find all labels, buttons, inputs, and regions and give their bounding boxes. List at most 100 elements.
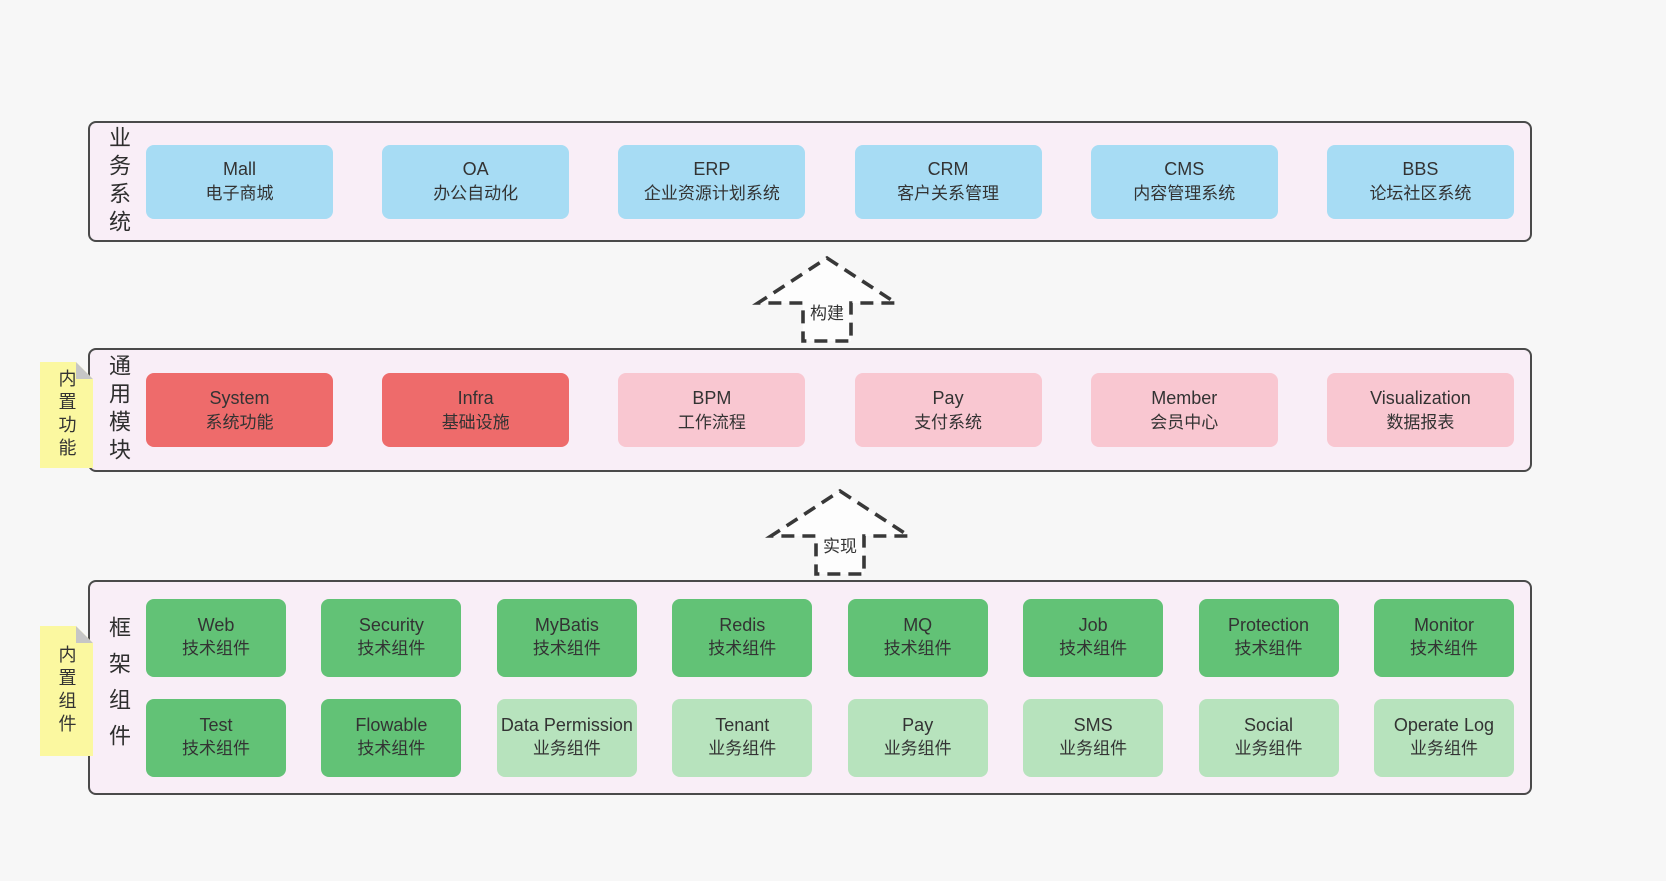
sticky-note-text: 内置功能 xyxy=(56,369,77,461)
module-box-flowable: Flowable 技术组件 xyxy=(321,698,462,777)
module-name: Test xyxy=(199,715,233,736)
module-name: MyBatis xyxy=(534,615,599,636)
module-desc: 数据报表 xyxy=(1386,412,1455,432)
module-name: BBS xyxy=(1402,159,1439,179)
module-box-erp: ERP 企业资源计划系统 xyxy=(618,144,806,219)
band-framework-components: 框架组件 Web 技术组件 Security 技术组件 MyBatis 技术组件 Redis… xyxy=(88,580,1532,795)
module-desc: 企业资源计划系统 xyxy=(643,184,780,204)
module-name: Tenant xyxy=(715,715,770,736)
sticky-note-built-in-components: 内置组件 xyxy=(40,626,93,756)
band-label-common-modules: 通用模块 xyxy=(106,354,131,466)
module-desc: 工作流程 xyxy=(677,412,746,432)
module-name: Infra xyxy=(457,387,494,408)
module-box-cms: CMS 内容管理系统 xyxy=(1090,144,1278,219)
module-name: Security xyxy=(358,615,424,636)
module-box-sms: SMS 业务组件 xyxy=(1023,698,1164,777)
module-desc: 技术组件 xyxy=(1059,639,1128,659)
module-name: Job xyxy=(1078,615,1108,636)
implement-arrow-label: 实现 xyxy=(820,532,860,557)
module-name: Social xyxy=(1244,715,1294,736)
module-name: Flowable xyxy=(355,715,428,736)
module-name: BPM xyxy=(692,387,732,408)
module-name: ERP xyxy=(693,159,731,179)
module-name: SMS xyxy=(1073,715,1113,736)
module-name: MQ xyxy=(903,615,933,636)
module-box-bpm: BPM 工作流程 xyxy=(618,373,806,447)
module-name: OA xyxy=(462,159,489,179)
module-desc: 技术组件 xyxy=(182,639,250,659)
module-box-mq: MQ 技术组件 xyxy=(847,598,988,677)
module-name: Operate Log xyxy=(1393,715,1494,736)
module-desc: 技术组件 xyxy=(1234,639,1303,659)
module-name: Redis xyxy=(719,615,766,636)
module-desc: 办公自动化 xyxy=(433,184,519,204)
module-name: Mall xyxy=(222,159,256,179)
module-desc: 技术组件 xyxy=(1409,639,1478,659)
module-desc: 基础设施 xyxy=(441,412,510,432)
module-name: Pay xyxy=(932,387,964,408)
module-box-data-permission: Data Permission 业务组件 xyxy=(496,698,637,777)
band-label-business-systems: 业务系统 xyxy=(106,125,131,238)
module-desc: 客户关系管理 xyxy=(897,184,1000,204)
sticky-note-built-in-functions: 内置功能 xyxy=(40,362,93,468)
module-desc: 技术组件 xyxy=(883,639,952,659)
module-box-system: System 系统功能 xyxy=(146,373,333,447)
module-name: System xyxy=(209,387,270,408)
module-box-security: Security 技术组件 xyxy=(321,598,462,677)
module-desc: 技术组件 xyxy=(532,639,601,659)
module-box-operate-log: Operate Log 业务组件 xyxy=(1373,698,1514,777)
module-box-tenant: Tenant 业务组件 xyxy=(672,698,813,777)
module-name: Monitor xyxy=(1413,615,1474,636)
module-name: CRM xyxy=(927,159,969,179)
module-box-infra: Infra 基础设施 xyxy=(382,373,570,447)
module-box-bbs: BBS 论坛社区系统 xyxy=(1326,144,1514,219)
module-desc: 系统功能 xyxy=(205,412,274,432)
module-name: Protection xyxy=(1228,615,1310,636)
sticky-note-text: 内置组件 xyxy=(56,645,77,737)
module-desc: 内容管理系统 xyxy=(1133,184,1236,204)
build-arrow-label: 构建 xyxy=(807,299,847,324)
module-name: CMS xyxy=(1164,159,1205,179)
module-name: Pay xyxy=(902,715,934,736)
band-common-modules: 通用模块 System 系统功能 Infra 基础设施 BPM 工作流程 Pay 支付系统 Me… xyxy=(88,348,1532,472)
module-box-web: Web 技术组件 xyxy=(146,598,286,677)
implement-arrow: 实现 xyxy=(765,486,915,578)
module-desc: 技术组件 xyxy=(708,639,777,659)
module-desc: 技术组件 xyxy=(182,739,250,759)
module-box-protection: Protection 技术组件 xyxy=(1198,598,1339,677)
module-desc: 论坛社区系统 xyxy=(1369,184,1472,204)
module-name: Web xyxy=(197,615,235,636)
module-desc: 技术组件 xyxy=(357,739,426,759)
build-arrow: 构建 xyxy=(752,253,902,345)
module-desc: 业务组件 xyxy=(1234,739,1303,759)
module-box-mybatis: MyBatis 技术组件 xyxy=(496,598,637,677)
module-desc: 业务组件 xyxy=(708,739,777,759)
module-name: Data Permission xyxy=(500,715,633,736)
module-box-crm: CRM 客户关系管理 xyxy=(854,144,1042,219)
module-box-pay: Pay 支付系统 xyxy=(854,373,1042,447)
module-desc: 业务组件 xyxy=(1409,739,1478,759)
module-box-oa: OA 办公自动化 xyxy=(382,144,570,219)
module-desc: 会员中心 xyxy=(1150,412,1219,432)
module-desc: 支付系统 xyxy=(914,412,983,432)
module-box-job: Job 技术组件 xyxy=(1023,598,1164,677)
module-desc: 业务组件 xyxy=(532,739,601,759)
module-desc: 技术组件 xyxy=(357,639,426,659)
module-desc: 业务组件 xyxy=(883,739,952,759)
module-desc: 业务组件 xyxy=(1059,739,1128,759)
band-label-framework-components: 框架组件 xyxy=(106,615,131,760)
module-box-pay: Pay 业务组件 xyxy=(847,698,988,777)
module-box-social: Social 业务组件 xyxy=(1198,698,1339,777)
